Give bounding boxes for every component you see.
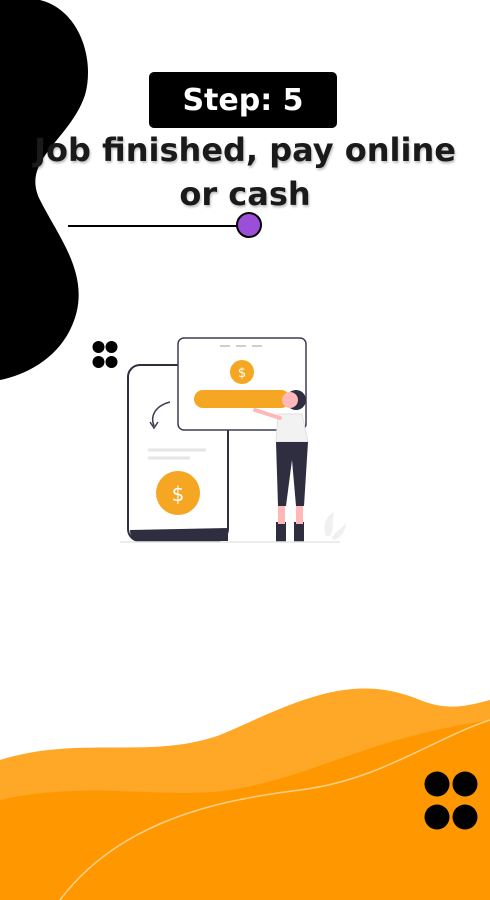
orange-wave-front xyxy=(0,720,490,900)
coin-large-symbol: $ xyxy=(172,482,185,506)
title-line-2: or cash xyxy=(179,175,311,213)
page-title: Job finished, pay online or cash xyxy=(0,128,490,216)
pay-bar xyxy=(194,390,290,408)
coin-large xyxy=(156,471,200,515)
step-badge-label: Step: 5 xyxy=(182,82,304,118)
clover-dots-icon xyxy=(92,341,118,368)
timeline-dot xyxy=(236,212,262,238)
timeline-line xyxy=(68,225,250,227)
step-badge: Step: 5 xyxy=(149,72,337,128)
online-payment-illustration: $ $ xyxy=(120,337,346,543)
title-line-1: Job finished, pay online xyxy=(34,131,456,169)
coin-small-symbol: $ xyxy=(238,366,246,381)
coin-small xyxy=(230,360,254,384)
black-blob-shape xyxy=(0,0,88,380)
clover-dots-large-icon xyxy=(424,771,478,830)
orange-wave-line xyxy=(59,719,490,900)
